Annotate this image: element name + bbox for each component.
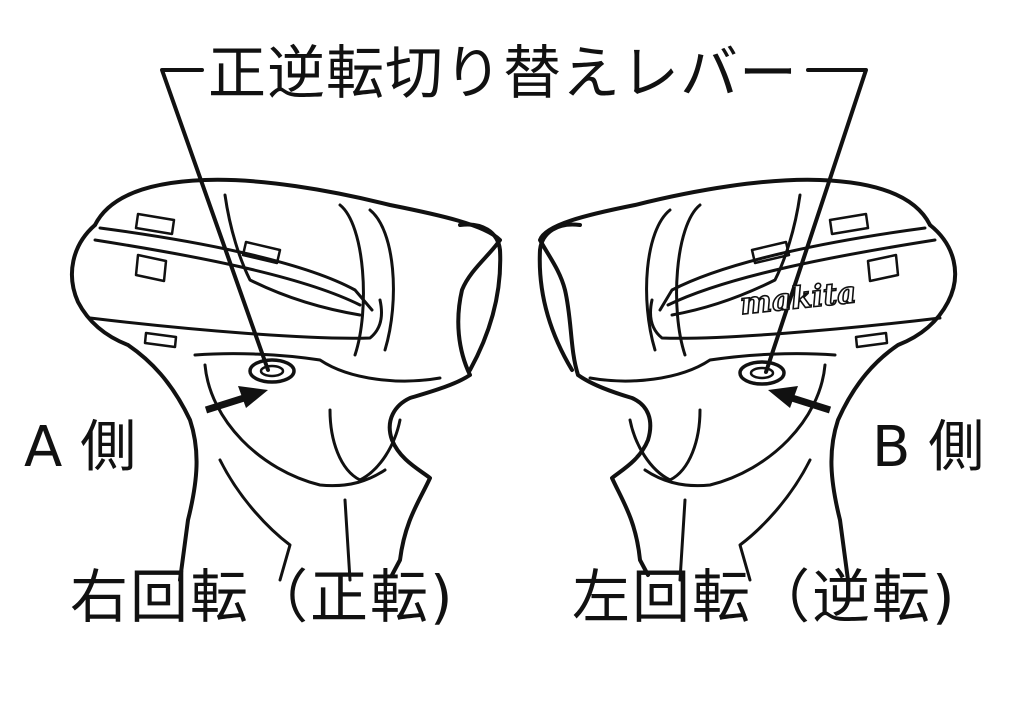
drill-b-band-2 (666, 238, 937, 307)
side-a-caption: 右回転（正転) (70, 563, 455, 631)
arrow-b (768, 386, 832, 414)
drill-a-vent-2 (241, 240, 282, 265)
drill-b: makita (537, 177, 958, 582)
drill-a-band-3 (88, 298, 384, 340)
drill-b-trigger (628, 408, 702, 482)
drill-a-back (70, 223, 199, 582)
drill-b-trigger-guard (643, 363, 827, 488)
direction-lever-a (248, 358, 296, 384)
drill-b-grip (738, 458, 812, 582)
drill-b-grip-2 (678, 498, 687, 582)
drill-a-lower-line (193, 352, 442, 383)
drill-b-vent-4 (866, 253, 900, 283)
drill-a-ring-inner (338, 203, 365, 357)
direction-lever-a-inner (259, 364, 285, 378)
drill-b-vent-1 (828, 212, 870, 236)
drill-a-grip-2 (343, 498, 352, 582)
makita-logo: makita (738, 275, 858, 322)
drill-a-trigger (328, 408, 402, 482)
drill-a-trigger-guard (203, 363, 387, 488)
side-b-caption: 左回転（逆転) (572, 563, 957, 631)
drill-a-band-1 (98, 226, 374, 312)
drill-b-band-3 (648, 298, 942, 340)
drill-a-ring (368, 208, 395, 352)
drill-a-vent-1 (134, 212, 176, 236)
side-a-label: A 側 (24, 415, 137, 480)
drill-b-lower-line (588, 352, 837, 383)
drill-a-grip (218, 458, 292, 582)
drill-b-ring (645, 208, 672, 352)
leader-lines (160, 68, 868, 374)
drill-b-vent-2 (750, 240, 791, 265)
drill-b-outline (538, 177, 932, 577)
drill-a-vent-3 (143, 331, 178, 349)
leader-line-b (764, 68, 868, 374)
drill-a (70, 177, 503, 582)
drill-a-band-2 (93, 238, 362, 307)
drill-a-panel (223, 193, 362, 317)
drill-a-outline (93, 177, 502, 577)
arrow-a (204, 386, 268, 414)
drill-b-vent-3 (854, 331, 889, 349)
drill-b-nose (537, 222, 582, 372)
drill-b-panel (670, 193, 802, 317)
lever-title: 正逆転切り替えレバー (208, 39, 799, 107)
drill-b-band-1 (658, 226, 927, 312)
side-b-label: B 側 (872, 415, 985, 480)
drill-b-back (829, 223, 958, 582)
drill-a-vent-4 (134, 253, 168, 283)
drill-a-nose (458, 222, 503, 372)
direction-lever-b (738, 360, 786, 386)
direction-lever-b-inner (749, 366, 775, 380)
leader-line-a (160, 68, 270, 372)
